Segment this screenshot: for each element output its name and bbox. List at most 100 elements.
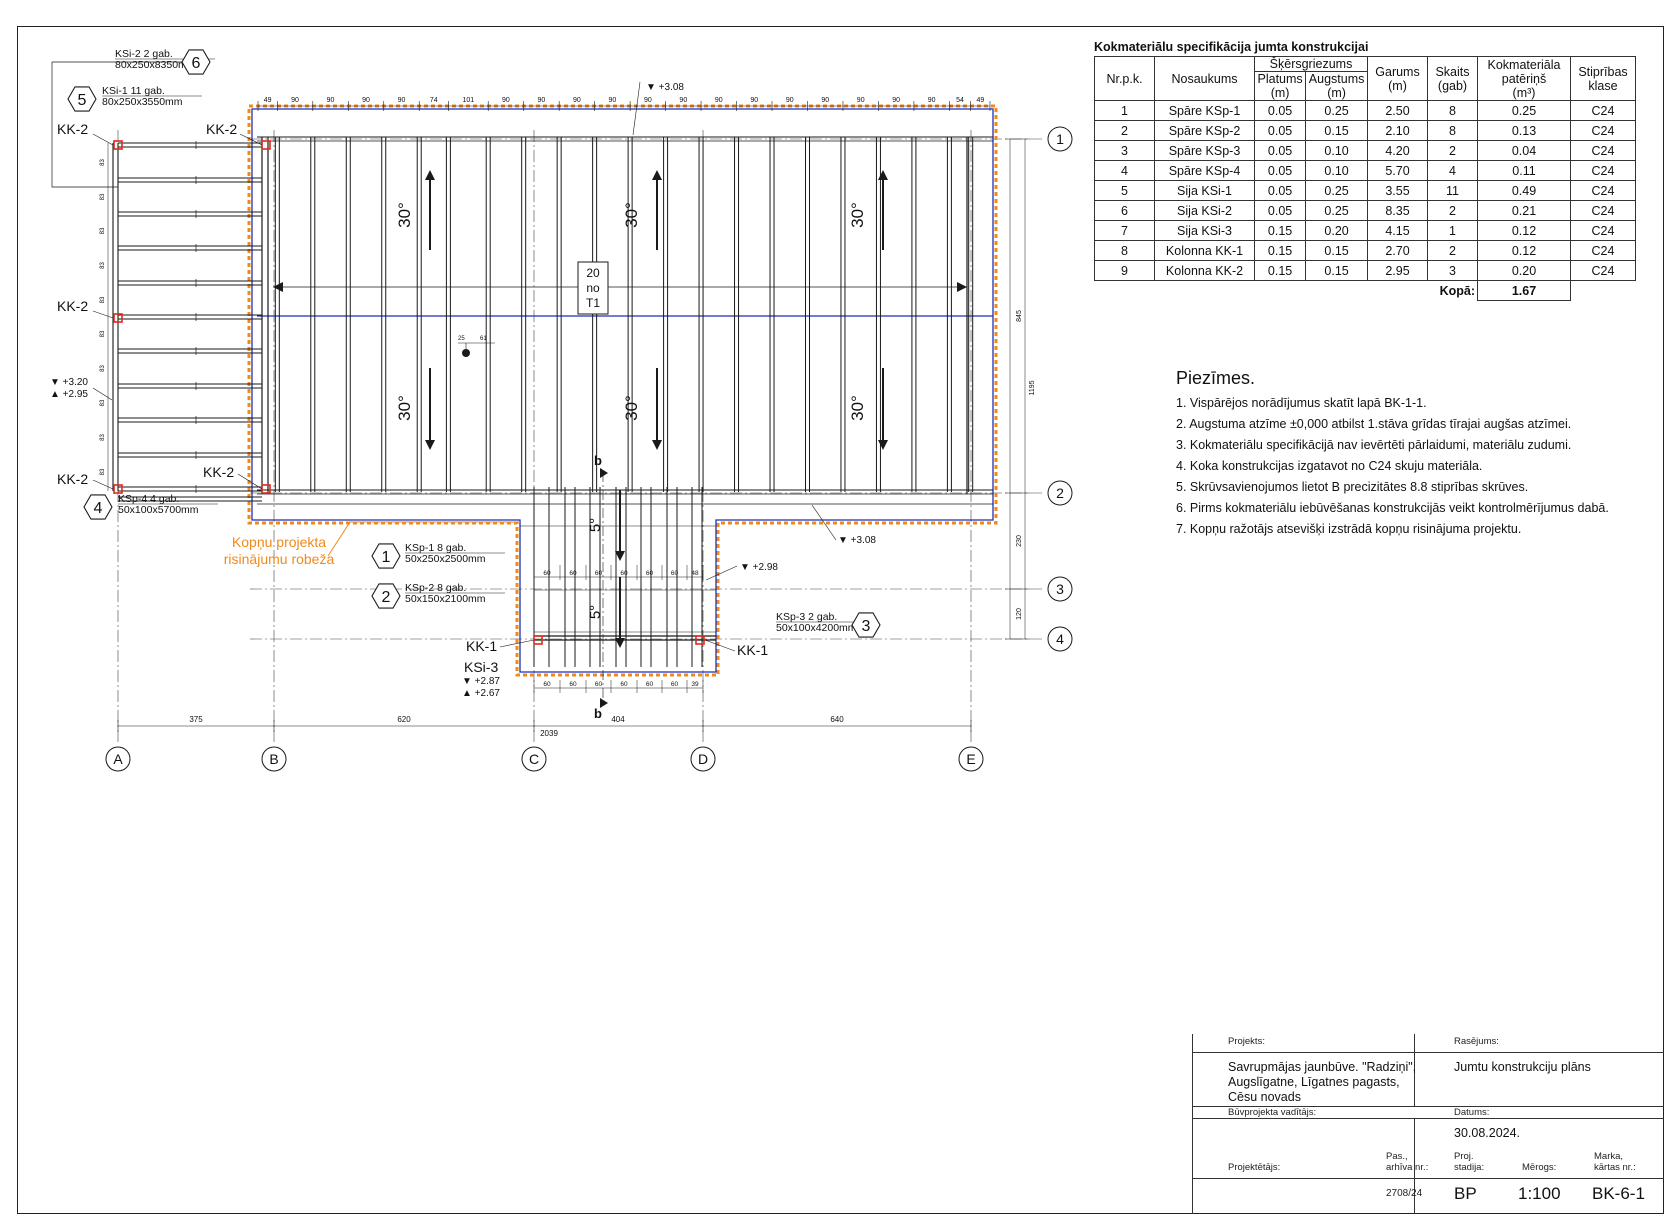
table-cell: 2.50 [1367, 100, 1428, 121]
left-dim-value: 83 [100, 227, 106, 234]
table-cell: Spāre KSp-4 [1154, 160, 1255, 181]
table-cell: 0.05 [1253, 200, 1307, 221]
callout-number: 5 [78, 92, 87, 109]
table-cell: 0.15 [1305, 260, 1368, 281]
leader [239, 133, 263, 146]
dim-value-mid: 60 [543, 570, 551, 577]
dim-value-top: 90 [608, 97, 616, 104]
right-dim-total: 1195 [1029, 380, 1036, 395]
callout-line2: 80x250x3550mm [102, 96, 183, 108]
merogs-value: 1:100 [1518, 1184, 1561, 1203]
note-item: 2. Augstuma atzīme ±0,000 atbilst 1.stāv… [1176, 417, 1572, 431]
header-cross: Šķērsgriezums [1254, 56, 1368, 72]
dim-value-top: 90 [857, 97, 865, 104]
table-cell: C24 [1570, 240, 1636, 261]
kk1-label-2: KK-1 [737, 642, 768, 658]
header-width: Platums(m) [1253, 71, 1307, 101]
kk2-label-3: KK-2 [57, 298, 88, 314]
pas-label: Pas.,arhīva nr.: [1386, 1151, 1429, 1173]
elevation-left-a: ▼ +3.20 [50, 377, 88, 388]
table-cell: C24 [1570, 260, 1636, 281]
marka-label: Marka,kārtas nr.: [1594, 1151, 1636, 1173]
callout-line1: KSp-3 2 gab. [776, 611, 837, 623]
note-item: 3. Kokmateriālu specifikācijā nav ievērt… [1176, 438, 1572, 452]
dim-value-top: 90 [573, 97, 581, 104]
table-cell: 0.20 [1477, 260, 1571, 281]
total-row: Kopā:1.67 [1095, 280, 1636, 301]
dim-value-top: 90 [892, 97, 900, 104]
pitch-arrowhead [878, 170, 888, 180]
leader [92, 133, 114, 146]
notes-block: Piezīmes. 1. Vispārējos norādījumus skat… [1176, 368, 1656, 540]
leader [92, 310, 114, 319]
table-cell: 4.20 [1367, 140, 1428, 161]
table-cell: 0.05 [1253, 180, 1307, 201]
datums-value: 30.08.2024. [1454, 1126, 1521, 1140]
table-cell: 0.21 [1477, 200, 1571, 221]
pitch-arrowhead [615, 551, 625, 561]
kk2-label-4: KK-2 [57, 471, 88, 487]
point-dim-value: 25 [458, 336, 465, 342]
dim-value-top: 49 [976, 97, 984, 104]
table-cell: 11 [1427, 180, 1478, 201]
datums-label: Datums: [1454, 1107, 1490, 1118]
pitch-label: 30° [622, 202, 641, 228]
left-dim-value: 83 [100, 468, 106, 475]
dim-value-small: 60 [620, 681, 628, 688]
table-cell: Kolonna KK-1 [1154, 240, 1255, 261]
note-item: 6. Pirms kokmateriālu iebūvēšanas konstr… [1176, 501, 1609, 515]
table-cell: 0.11 [1477, 160, 1571, 181]
total-value: 1.67 [1477, 280, 1571, 301]
table-cell: 8 [1427, 120, 1478, 141]
dim-value-top: 90 [327, 97, 335, 104]
axis-number: 2 [1056, 485, 1064, 501]
header-length: Garums(m) [1367, 56, 1428, 101]
axis-bubble-2 [1047, 576, 1073, 602]
axis-bubble-1 [1047, 626, 1073, 652]
callout-number: 2 [382, 589, 391, 606]
pitch-arrowhead [652, 440, 662, 450]
axis-number: 4 [1056, 631, 1064, 647]
pitch-small-label: 5° [587, 605, 604, 619]
table-cell: Kolonna KK-2 [1154, 260, 1255, 281]
dim-value-top: 90 [679, 97, 687, 104]
callout-hexagon [181, 49, 211, 75]
spec-table-block: Kokmateriālu specifikācija jumta konstru… [1094, 40, 1636, 301]
pitch-arrowhead [878, 440, 888, 450]
dim-value-top: 90 [291, 97, 299, 104]
bottom-dim-c-small: 2039 [540, 729, 558, 738]
table-cell: 0.12 [1477, 240, 1571, 261]
table-cell: 0.15 [1305, 120, 1368, 141]
projekts-label: Projekts: [1228, 1036, 1265, 1047]
dim-value-top: 49 [264, 97, 272, 104]
t1-tag-text: T1 [586, 296, 600, 310]
table-cell: Spāre KSp-2 [1154, 120, 1255, 141]
section-arrow-bottom [600, 698, 608, 708]
ksi3-label: KSi-3 [464, 659, 498, 675]
table-cell: C24 [1570, 220, 1636, 241]
table-cell: 0.25 [1305, 100, 1368, 121]
table-cell: C24 [1570, 100, 1636, 121]
axis-letter: C [529, 751, 539, 767]
leader [92, 479, 114, 490]
left-dim-value: 83 [100, 296, 106, 303]
left-dim-value: 83 [100, 262, 106, 269]
bottom-dim-ab: 375 [189, 715, 203, 724]
elevation-ksi3-b: ▲ +2.67 [462, 688, 500, 699]
kk2-label-1: KK-2 [57, 121, 88, 137]
dim-value-top: 90 [786, 97, 794, 104]
callout-number: 1 [382, 549, 391, 566]
axis-number: 3 [1056, 581, 1064, 597]
table-cell: Spāre KSp-3 [1154, 140, 1255, 161]
spec-title: Kokmateriālu specifikācija jumta konstru… [1094, 40, 1369, 54]
table-cell: 8 [1094, 240, 1155, 261]
pitch-label: 30° [848, 202, 867, 228]
table-cell: 0.15 [1253, 240, 1307, 261]
pitch-small-label: 5° [587, 518, 604, 532]
table-cell: 4 [1427, 160, 1478, 181]
dim-value-mid: 60 [620, 570, 628, 577]
border-note-1: Kopņu projekta [232, 534, 326, 550]
